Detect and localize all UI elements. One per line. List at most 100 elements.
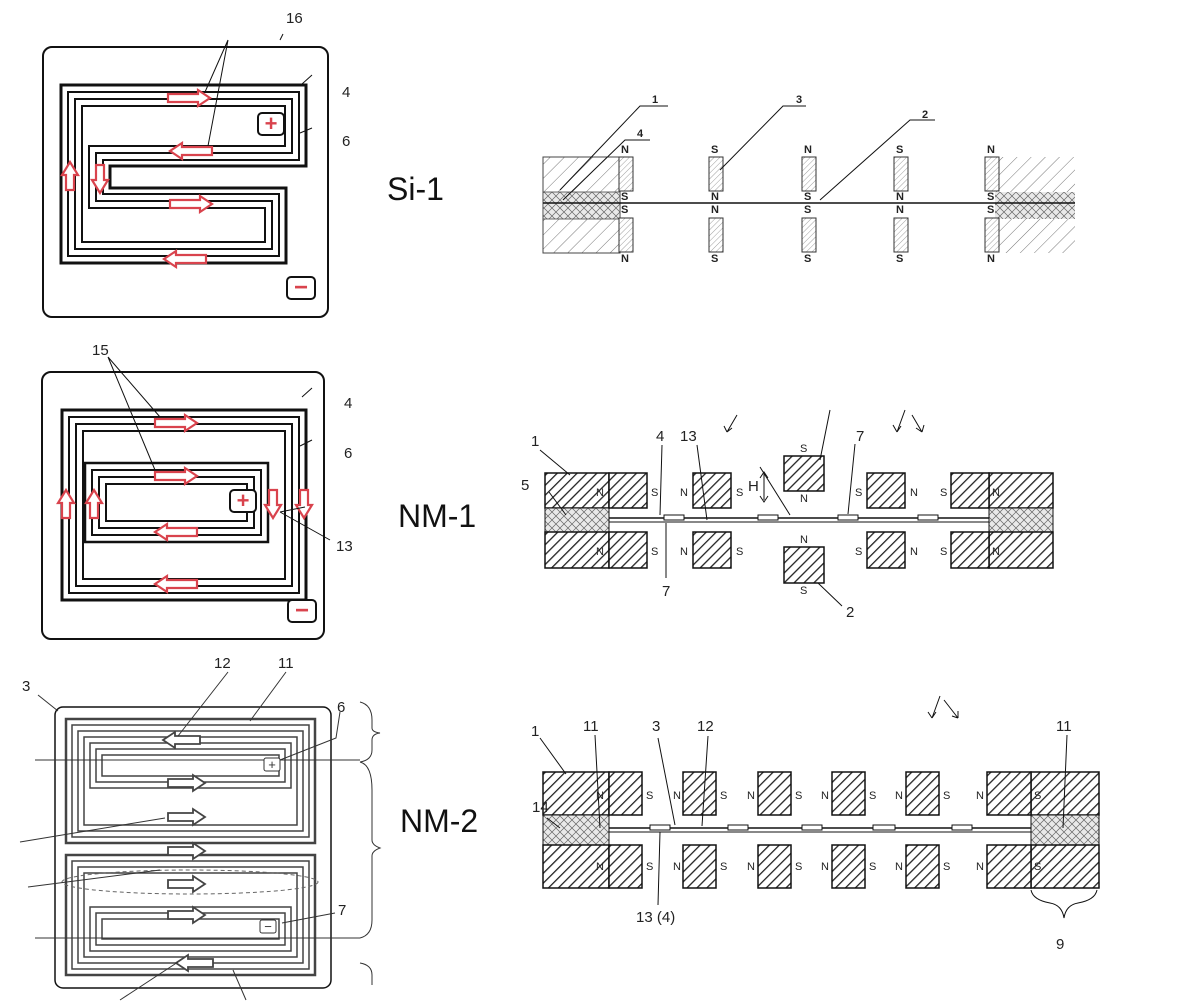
arrow-right-icon (153, 412, 199, 434)
pole-label: N (896, 204, 904, 216)
pole-label: S (621, 191, 628, 203)
arrow-left-icon (162, 248, 208, 270)
pole-label: S (804, 204, 811, 216)
arrow-right-icon (167, 905, 207, 925)
ref-4: 4 (637, 128, 644, 140)
arrow-left-icon (153, 521, 199, 543)
ref-h: H (748, 478, 759, 495)
pole-label: S (621, 204, 628, 216)
arrow-right-icon (166, 87, 212, 109)
pole-label: N (747, 790, 755, 802)
pole-label: S (943, 790, 950, 802)
ref-7: 7 (662, 583, 670, 600)
pole-label: N (673, 861, 681, 873)
nm1-pads (663, 514, 939, 521)
ref-4: 4 (344, 395, 352, 412)
pole-label: N (711, 191, 719, 203)
pole-label: S (800, 443, 807, 455)
si1-terminal-plus: + (257, 111, 285, 136)
arrow-right-icon (167, 841, 207, 861)
arrow-right-icon (168, 193, 214, 215)
pole-label: S (855, 546, 862, 558)
pole-label: N (596, 861, 604, 873)
pole-label: N (992, 487, 1000, 499)
pole-label: N (992, 546, 1000, 558)
ref-7: 7 (338, 902, 346, 919)
si1-pole-labels: N S S N S N N S N S S S S N N S N S S N (621, 144, 995, 265)
plus-icon: + (265, 111, 278, 136)
nm2-cross-section: N S N S N S N S N S N S N S N S N S N S … (531, 695, 1100, 953)
pole-label: N (895, 790, 903, 802)
pole-label: S (855, 487, 862, 499)
pole-label: N (987, 253, 995, 265)
nm1-terminal-minus: − (287, 597, 317, 624)
ref-11: 11 (583, 718, 599, 735)
pole-label: S (804, 253, 811, 265)
plus-icon: + (237, 488, 250, 513)
pole-label: N (680, 487, 688, 499)
pole-label: S (896, 253, 903, 265)
ref-15: 15 (92, 342, 109, 359)
pole-label: S (795, 790, 802, 802)
ref-12: 12 (214, 655, 231, 672)
arrow-up-icon (60, 159, 80, 192)
pole-label: N (895, 861, 903, 873)
nm2-section-leaders (539, 695, 1098, 919)
ref-6: 6 (337, 699, 345, 716)
pole-label: N (596, 487, 604, 499)
nm2-plan-view: + − 12 11 3 6 7 (19, 655, 382, 1001)
nm1-leaders (107, 356, 331, 541)
pole-label: N (987, 144, 995, 156)
si1-leaders (204, 33, 313, 147)
pole-label: S (736, 546, 743, 558)
ref-4: 4 (342, 84, 350, 101)
nm2-magnets (608, 771, 1032, 889)
pole-label: S (711, 144, 718, 156)
pole-label: S (1034, 790, 1041, 802)
nm1-magnets (608, 455, 990, 584)
pole-label: S (943, 861, 950, 873)
pole-label: N (976, 790, 984, 802)
ref-3: 3 (652, 718, 660, 735)
label-nm2: NM-2 (400, 803, 478, 839)
pole-label: S (987, 204, 994, 216)
nm2-terminal-minus: − (259, 919, 277, 934)
ref-6: 6 (344, 445, 352, 462)
pole-label: N (621, 253, 629, 265)
arrow-up-icon (84, 487, 104, 520)
label-si1: Si-1 (387, 171, 444, 207)
si1-plan-view: + − 16 4 6 (42, 10, 350, 318)
arrow-right-icon (167, 874, 207, 894)
ref-11: 11 (1056, 718, 1072, 735)
pole-label: S (940, 546, 947, 558)
pole-label: S (651, 487, 658, 499)
ref-2: 2 (922, 109, 928, 121)
pole-label: N (596, 790, 604, 802)
pole-label: S (646, 790, 653, 802)
pole-label: S (869, 790, 876, 802)
pole-label: N (821, 861, 829, 873)
ref-13: 13 (680, 428, 697, 445)
ref-9: 9 (1056, 936, 1064, 953)
pole-label: N (800, 493, 808, 505)
pole-label: N (680, 546, 688, 558)
pole-label: S (940, 487, 947, 499)
arrow-down-icon (294, 488, 314, 521)
pole-label: S (800, 585, 807, 597)
arrow-right-icon (167, 807, 207, 827)
pole-label: N (910, 487, 918, 499)
pole-label: S (720, 790, 727, 802)
ref-4: 4 (656, 428, 664, 445)
nm1-plate-outline (41, 371, 325, 640)
ref-3: 3 (796, 94, 802, 106)
pole-label: N (596, 546, 604, 558)
si1-magnets (618, 156, 1000, 253)
ref-6: 6 (342, 133, 350, 150)
arrow-right-icon (167, 773, 207, 793)
si1-red-arrows (60, 87, 214, 270)
pole-label: S (1034, 861, 1041, 873)
ref-7: 7 (856, 428, 864, 445)
nm1-cross-section: N S N S S N S N S N N S N S N S S N S N … (521, 409, 1054, 621)
ref-5: 5 (521, 477, 529, 494)
ref-16: 16 (286, 10, 303, 27)
